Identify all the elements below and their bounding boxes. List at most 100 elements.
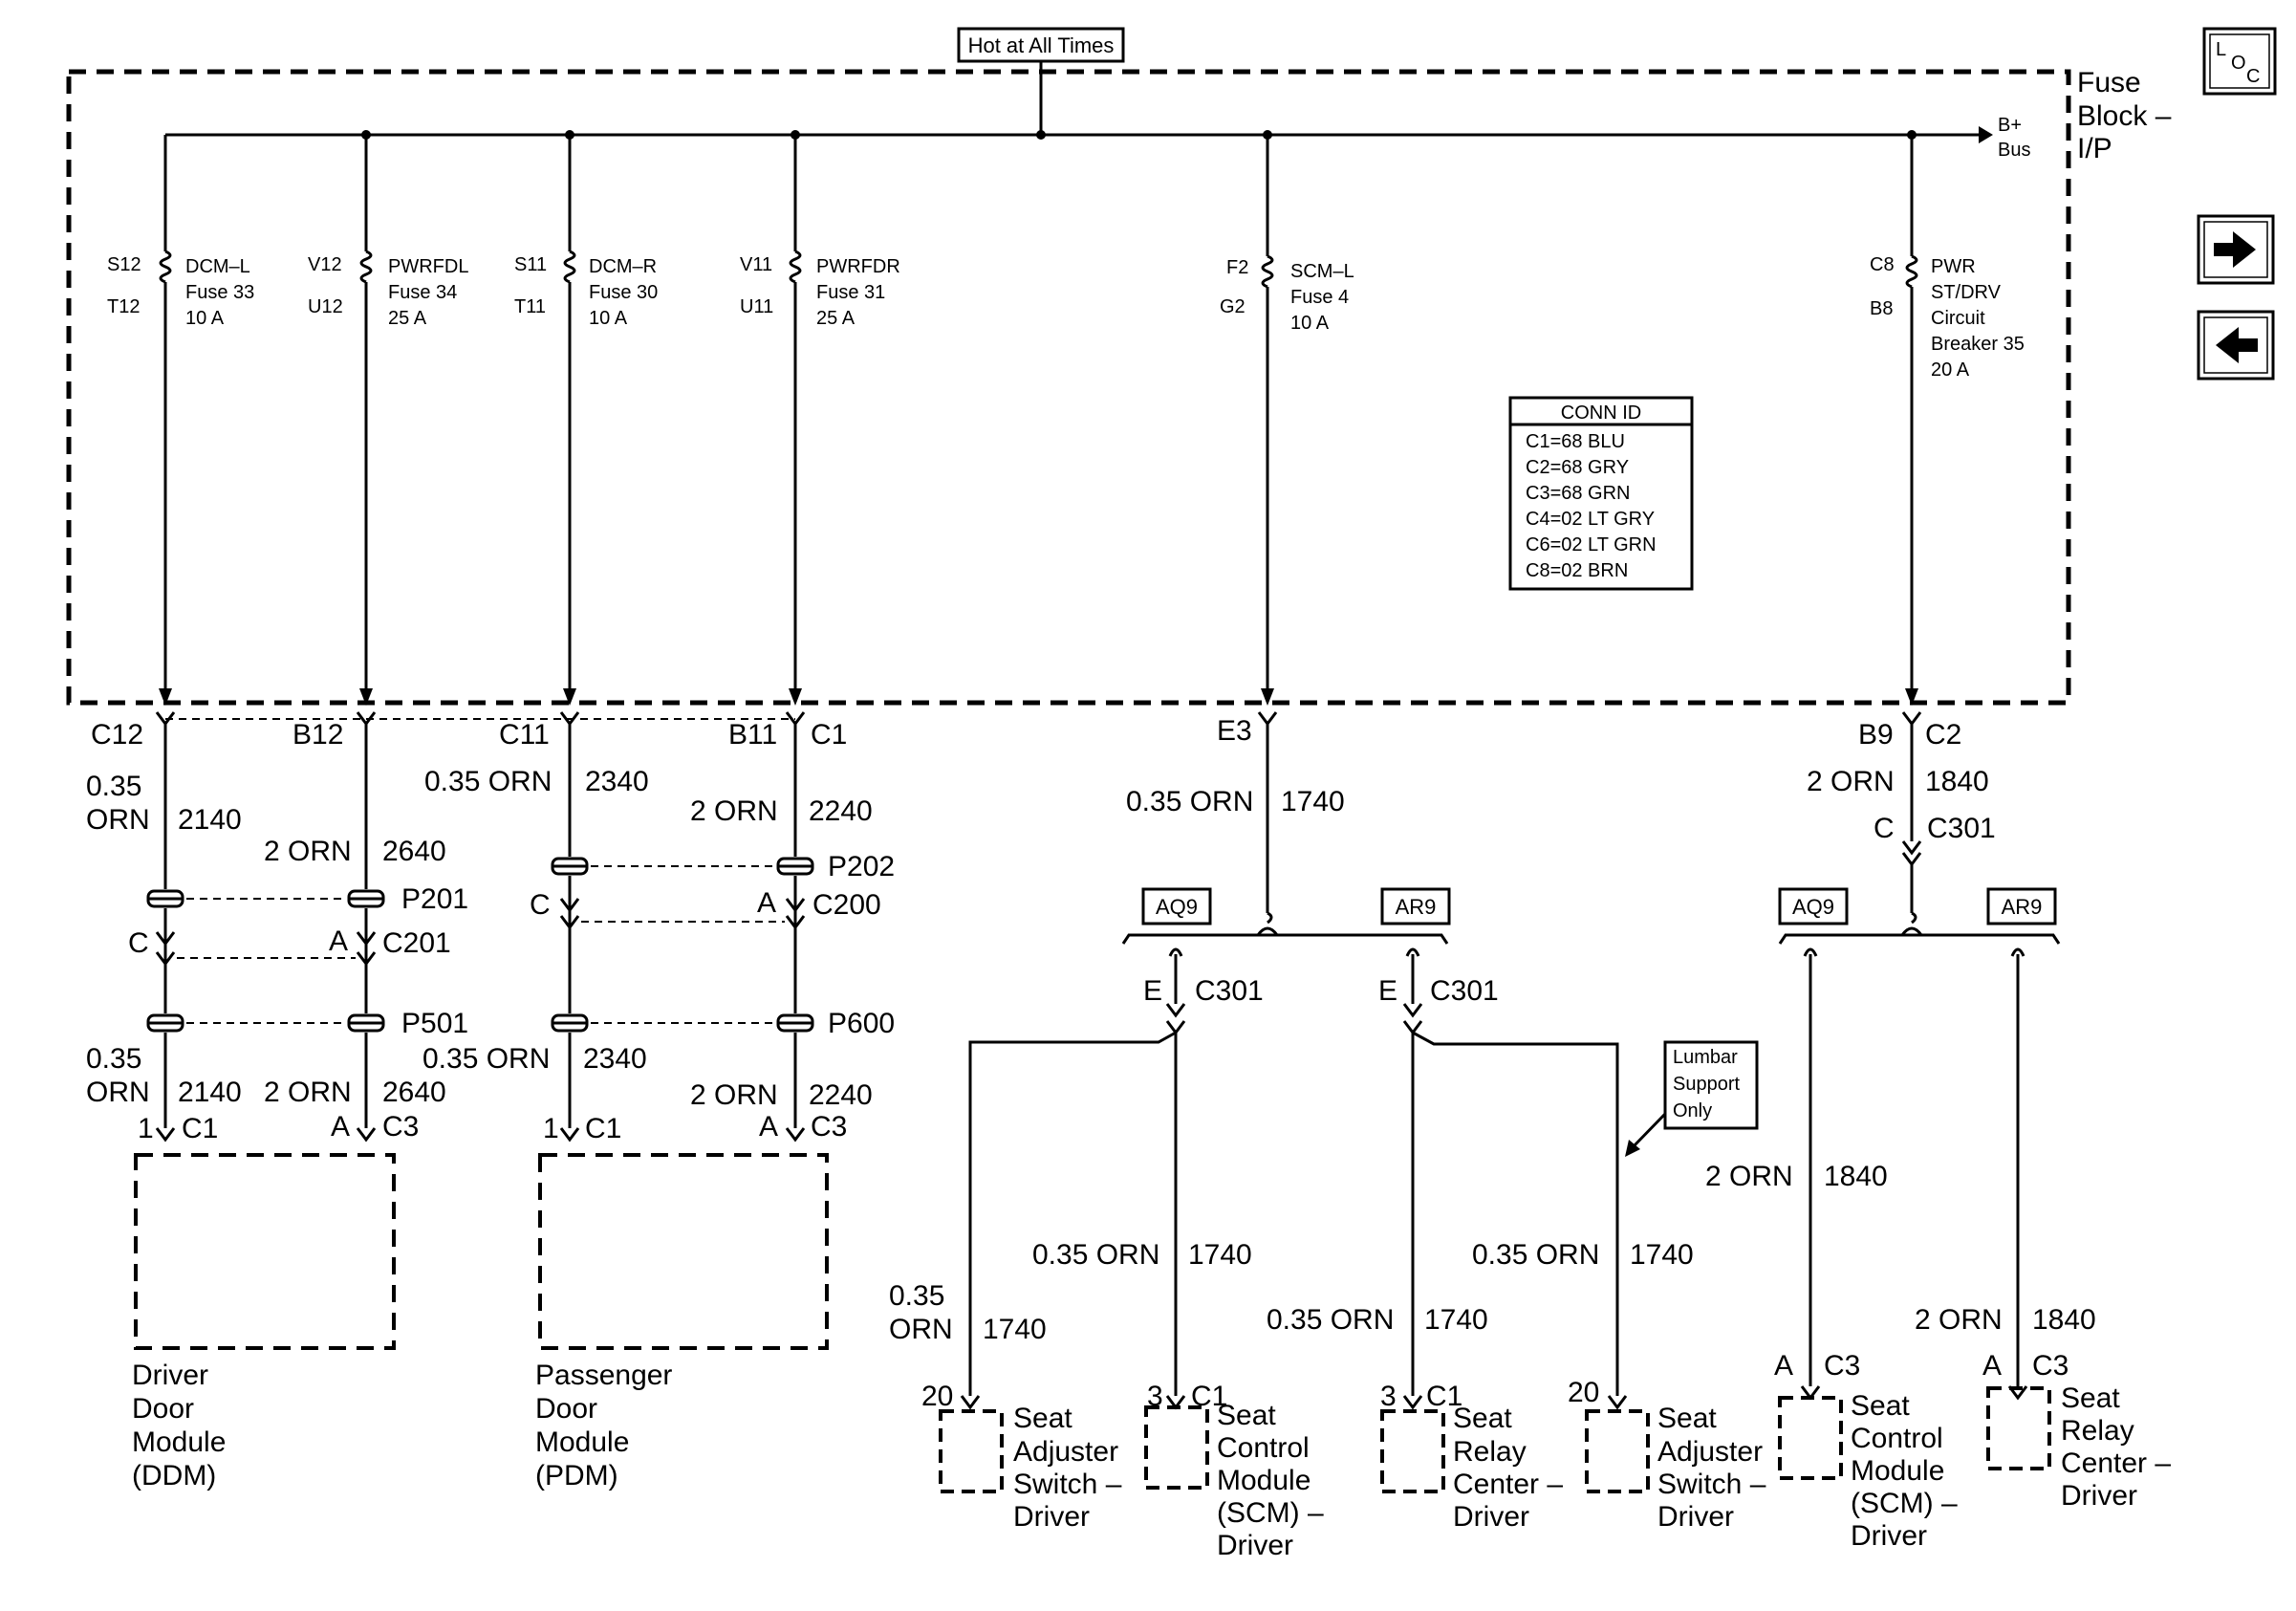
module-scm-right-label: Seat Control Module (SCM) – Driver <box>1851 1390 1965 1552</box>
svg-text:P202: P202 <box>828 851 895 882</box>
inline-connector-p501: P501 <box>146 1008 468 1039</box>
module-seat-relay-center-label: Seat Relay Center – Driver <box>1453 1403 1570 1533</box>
conn-b12: B12 <box>292 719 343 751</box>
option-ar9-right: AR9 <box>2002 895 2043 919</box>
loc-button[interactable]: LOC <box>2202 27 2277 96</box>
fuse-symbol <box>789 250 802 284</box>
svg-text:C301: C301 <box>1430 975 1499 1007</box>
svg-text:T12: T12 <box>107 296 140 317</box>
svg-text:C1: C1 <box>585 1113 621 1144</box>
svg-text:C1=68 BLU C2=68 GRY: C1=68 BLU C2=68 GRY C3=68 GRN C4=02 LT G… <box>1526 431 1661 581</box>
conn-id-table: CONN ID C1=68 BLU C2=68 GRY C3=68 GRN C4… <box>1508 396 1694 591</box>
svg-text:S11: S11 <box>514 254 547 275</box>
svg-text:C200: C200 <box>812 889 881 921</box>
svg-text:C301: C301 <box>1195 975 1264 1007</box>
option-ar9-left: AR9 <box>1396 895 1437 919</box>
conn-c1: C1 <box>811 719 847 751</box>
conn-e3: E3 <box>1217 715 1252 747</box>
svg-text:B8: B8 <box>1870 298 1893 319</box>
svg-text:S12: S12 <box>107 254 141 275</box>
inline-connector-c200: C A C200 <box>530 887 881 930</box>
svg-text:C1: C1 <box>182 1113 218 1144</box>
fuse-block-label: Fuse Block – I/P <box>2077 67 2179 164</box>
svg-text:C: C <box>1874 813 1895 844</box>
svg-text:E: E <box>1143 975 1162 1007</box>
svg-text:A: A <box>1774 1350 1793 1382</box>
fuse-symbol <box>563 250 576 284</box>
svg-text:P501: P501 <box>401 1008 468 1039</box>
fuse-symbol <box>359 250 373 284</box>
module-ddm-label: Driver Door Module (DDM) <box>132 1360 234 1491</box>
svg-text:P600: P600 <box>828 1008 895 1039</box>
circuit-breaker-symbol <box>1905 254 1918 289</box>
inline-connector-c201: C A C201 <box>128 925 451 967</box>
conn-b9: B9 <box>1858 719 1894 751</box>
module-seat-adjuster-switch-2-label: Seat Adjuster Switch – Driver <box>1657 1403 1774 1533</box>
conn-c2: C2 <box>1925 719 1961 751</box>
svg-text:C201: C201 <box>382 927 451 959</box>
svg-text:V11: V11 <box>740 254 772 275</box>
fuse-symbol <box>159 250 172 284</box>
svg-text:A: A <box>1982 1350 2002 1382</box>
conn-c11: C11 <box>499 719 550 751</box>
svg-text:F2: F2 <box>1226 257 1248 278</box>
inline-connector-p600: P600 <box>551 1008 895 1039</box>
inline-connector-p201: P201 <box>146 883 468 915</box>
svg-text:E: E <box>1378 975 1397 1007</box>
module-pdm-label: Passenger Door Module (PDM) <box>535 1360 681 1491</box>
loc-icon: LOC <box>2216 39 2260 87</box>
svg-text:U12: U12 <box>308 296 343 317</box>
svg-text:20: 20 <box>1568 1377 1599 1408</box>
svg-text:A: A <box>329 925 348 957</box>
svg-text:U11: U11 <box>740 296 773 317</box>
module-seat-adjuster-switch-2-box <box>1585 1409 1650 1493</box>
svg-text:C: C <box>530 889 551 921</box>
conn-c12: C12 <box>91 719 143 751</box>
svg-text:A: A <box>757 887 776 919</box>
svg-text:3: 3 <box>1147 1381 1163 1412</box>
bus-arrow <box>1979 126 1993 143</box>
svg-text:A: A <box>331 1111 350 1143</box>
svg-text:3: 3 <box>1380 1381 1397 1412</box>
next-page-button[interactable] <box>2197 214 2275 285</box>
svg-text:20: 20 <box>921 1381 953 1412</box>
prev-page-button[interactable] <box>2197 310 2275 381</box>
svg-text:C8: C8 <box>1870 254 1895 275</box>
option-aq9-right: AQ9 <box>1792 895 1834 919</box>
arrow-left-icon <box>2216 327 2258 363</box>
svg-text:C3: C3 <box>382 1111 419 1143</box>
module-seat-relay-center-right-label: Seat Relay Center – Driver <box>2061 1382 2178 1512</box>
svg-text:1: 1 <box>543 1113 559 1144</box>
svg-text:C301: C301 <box>1927 813 1996 844</box>
svg-text:A: A <box>759 1111 778 1143</box>
inline-connector-p202: P202 <box>551 851 895 882</box>
